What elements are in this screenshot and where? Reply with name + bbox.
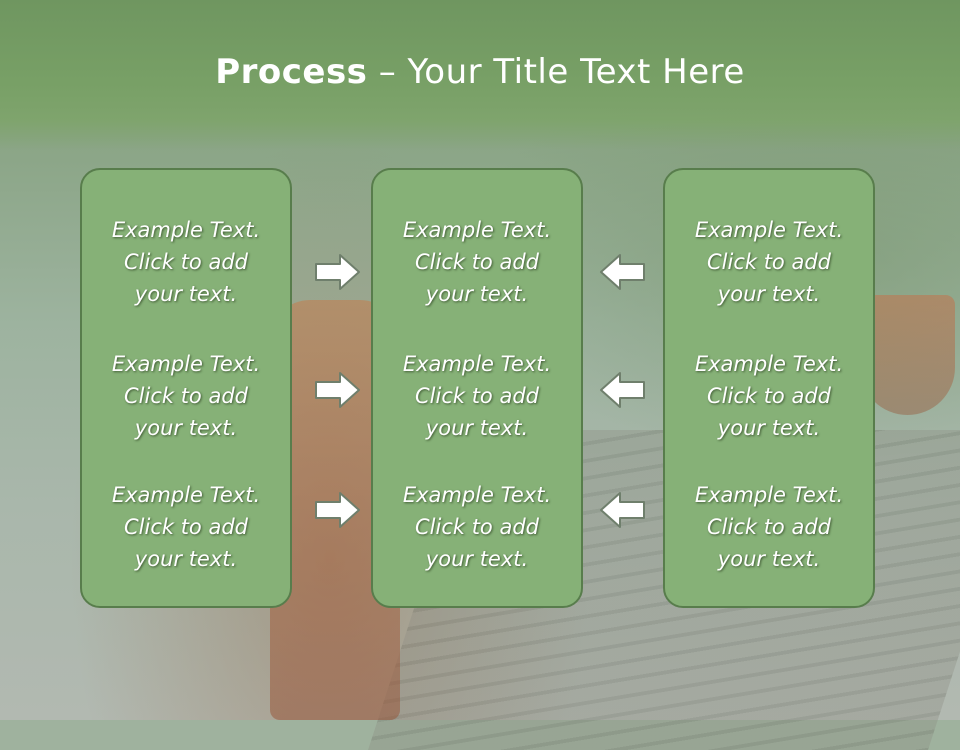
text-line: Click to add xyxy=(123,515,248,539)
text-line: Example Text. xyxy=(694,483,844,507)
text-line: your text. xyxy=(717,282,821,306)
panel-right[interactable]: Example Text. Click to add your text. Ex… xyxy=(663,168,875,608)
text-line: Click to add xyxy=(123,384,248,408)
text-line: your text. xyxy=(717,547,821,571)
text-line: Example Text. xyxy=(402,352,552,376)
background-boat-far xyxy=(860,295,955,415)
text-line: Example Text. xyxy=(111,483,261,507)
left-arrow-icon xyxy=(600,254,645,290)
text-placeholder[interactable]: Example Text. Click to add your text. xyxy=(82,214,290,310)
right-arrow-icon xyxy=(315,254,360,290)
left-arrow-icon xyxy=(600,492,645,528)
text-placeholder[interactable]: Example Text. Click to add your text. xyxy=(82,479,290,575)
text-placeholder[interactable]: Example Text. Click to add your text. xyxy=(82,348,290,444)
text-line: Click to add xyxy=(414,384,539,408)
title-bold: Process xyxy=(215,52,368,92)
title-rest: – Your Title Text Here xyxy=(367,52,745,92)
text-line: your text. xyxy=(134,416,238,440)
text-line: Example Text. xyxy=(402,218,552,242)
text-line: your text. xyxy=(425,547,529,571)
text-placeholder[interactable]: Example Text. Click to add your text. xyxy=(665,348,873,444)
text-line: Click to add xyxy=(123,250,248,274)
panel-center[interactable]: Example Text. Click to add your text. Ex… xyxy=(371,168,583,608)
panel-left[interactable]: Example Text. Click to add your text. Ex… xyxy=(80,168,292,608)
text-placeholder[interactable]: Example Text. Click to add your text. xyxy=(373,214,581,310)
title-band xyxy=(0,0,960,150)
text-line: your text. xyxy=(134,547,238,571)
text-line: Example Text. xyxy=(694,352,844,376)
text-line: your text. xyxy=(425,282,529,306)
text-placeholder[interactable]: Example Text. Click to add your text. xyxy=(665,214,873,310)
text-line: Click to add xyxy=(414,515,539,539)
text-line: Example Text. xyxy=(402,483,552,507)
text-placeholder[interactable]: Example Text. Click to add your text. xyxy=(373,348,581,444)
text-line: Example Text. xyxy=(694,218,844,242)
text-placeholder[interactable]: Example Text. Click to add your text. xyxy=(665,479,873,575)
right-arrow-icon xyxy=(315,492,360,528)
left-arrow-icon xyxy=(600,372,645,408)
text-line: Example Text. xyxy=(111,352,261,376)
text-placeholder[interactable]: Example Text. Click to add your text. xyxy=(373,479,581,575)
text-line: Example Text. xyxy=(111,218,261,242)
text-line: your text. xyxy=(425,416,529,440)
text-line: Click to add xyxy=(706,515,831,539)
text-line: your text. xyxy=(717,416,821,440)
right-arrow-icon xyxy=(315,372,360,408)
text-line: Click to add xyxy=(706,384,831,408)
text-line: Click to add xyxy=(706,250,831,274)
text-line: your text. xyxy=(134,282,238,306)
text-line: Click to add xyxy=(414,250,539,274)
slide-title[interactable]: Process – Your Title Text Here xyxy=(0,52,960,92)
